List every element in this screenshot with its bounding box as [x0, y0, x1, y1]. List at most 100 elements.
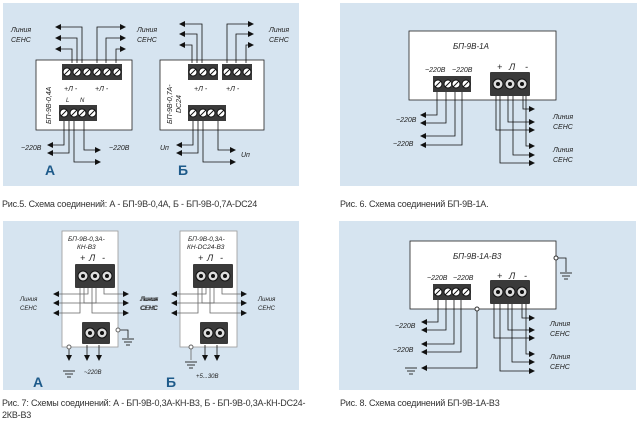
fig8-output-1: ~220В	[395, 323, 416, 330]
fig8-sens-1b: СЕНС	[550, 331, 571, 338]
fig5a-terminal-l: L	[66, 98, 69, 104]
fig5b-terminal-label-1: +Л -	[194, 86, 208, 93]
fig5b-terminal-label-2: +Л -	[226, 86, 240, 93]
fig7a-mark-minus: -	[102, 253, 105, 263]
fig8-ac-label-2: ~220В	[453, 275, 474, 282]
fig8-sens-2b: СЕНС	[550, 364, 571, 371]
fig5a-terminal-block-1	[61, 63, 93, 81]
fig8-ac-terminal-2	[450, 283, 472, 301]
fig5-caption: Рис.5. Схема соединений: А - БП-9В-0,4А,…	[2, 199, 258, 209]
fig7a-letter: А	[33, 374, 43, 390]
fig7a-top-terminal	[74, 263, 116, 289]
fig7b-model-line2: КН-DC24-В3	[187, 244, 225, 251]
fig8-ac-terminal-1	[432, 283, 454, 301]
fig7a-sens-right-1: Линия	[140, 297, 159, 303]
fig7a-output: ~220В	[84, 370, 102, 376]
fig7-caption-line2: 2КВ-В3	[2, 410, 32, 420]
fig7a-ground-icon	[62, 370, 76, 378]
fig7b-sens-right-1: Линия	[257, 297, 276, 303]
fig5a-power-terminal-l	[58, 104, 80, 122]
fig5a-terminal-label-2: +Л -	[95, 86, 109, 93]
fig5a-letter: А	[45, 162, 55, 178]
fig6-sens-1b: СЕНС	[553, 124, 574, 131]
fig6-diagram	[408, 30, 557, 166]
fig6-ac-label-1: ~220В	[425, 67, 446, 74]
fig5b-power-terminal-1	[187, 104, 209, 122]
fig7b-ground-icon	[184, 361, 198, 369]
fig6-mark-minus: -	[525, 62, 528, 72]
fig6-output-2: ~220В	[393, 141, 414, 148]
fig7a-model-line1: БП-9В-0,3А-	[68, 236, 106, 243]
fig5a-sens-right-2: СЕНС	[137, 37, 158, 44]
fig5a-input-right: ~220В	[109, 145, 130, 152]
fig8-model: БП-9В-1А-В3	[453, 252, 502, 261]
fig6-ac-terminal-2	[450, 75, 472, 93]
fig7a-bottom-terminal	[81, 321, 111, 345]
fig5b-terminal-block-1	[187, 63, 219, 81]
fig7b-mark-l: Л	[206, 253, 214, 263]
fig5b-sens-right-1: Линия	[268, 27, 289, 34]
fig8-diagram	[409, 240, 567, 374]
fig6-sens-2a: Линия	[552, 147, 573, 154]
fig7a-case-ground-icon	[121, 338, 135, 346]
fig5b-input-right: Uп	[241, 152, 250, 159]
fig5b-letter: Б	[178, 162, 188, 178]
fig7b-top-terminal	[192, 263, 234, 289]
fig5b-model-line2: DC24	[176, 95, 183, 113]
fig6-mark-l: Л	[508, 62, 516, 72]
fig6-ac-label-2: ~220В	[452, 67, 473, 74]
fig7a-sens-left-2: СЕНС	[20, 306, 38, 312]
fig5a-sens-left-1: Линия	[10, 27, 31, 34]
fig7-panel	[3, 221, 299, 390]
fig5a-sens-left-2: СЕНС	[11, 37, 32, 44]
fig5a-terminal-label-1: +Л -	[64, 86, 78, 93]
fig7b-letter: Б	[166, 374, 176, 390]
fig8-mark-plus: +	[497, 271, 502, 281]
fig8-mark-l: Л	[508, 271, 516, 281]
fig5b-input-left: Uп	[160, 145, 169, 152]
fig8-case-ground-icon	[559, 272, 573, 280]
fig7a-model-line2: КН-В3	[77, 244, 96, 251]
fig5a-terminal-n: N	[80, 98, 85, 104]
fig7b-bottom-terminal	[199, 321, 229, 345]
fig5a-power-terminal-n	[76, 104, 98, 122]
fig5a-input-left: ~220В	[21, 145, 42, 152]
fig5b-model-line1: БП-9В-0,7А-	[167, 84, 174, 124]
fig8-caption: Рис. 8. Схема соединений БП-9В-1А-В3	[340, 398, 500, 408]
fig6-output-terminal	[489, 71, 531, 97]
fig6-sens-2b: СЕНС	[553, 157, 574, 164]
fig7b-mark-plus: +	[198, 253, 203, 263]
fig7b-model-line1: БП-9В-0,3А-	[188, 236, 226, 243]
fig7b-mark-minus: -	[220, 253, 223, 263]
fig8-sens-1a: Линия	[549, 321, 570, 328]
fig7a-sens-right-2: СЕНС	[141, 306, 159, 312]
fig5-diagram-b	[159, 21, 265, 165]
fig8-output-terminal	[489, 279, 531, 305]
fig8-ground-icon	[404, 367, 418, 375]
fig6-model: БП-9В-1А	[453, 42, 489, 51]
fig6-caption: Рис. 6. Схема соединений БП-9В-1А.	[340, 199, 489, 209]
fig6-sens-1a: Линия	[552, 114, 573, 121]
fig8-mark-minus: -	[524, 271, 527, 281]
fig7a-mark-plus: +	[80, 253, 85, 263]
fig6-ac-terminal-1	[432, 75, 454, 93]
fig5a-model: БП-9В-0,4А	[46, 86, 53, 124]
fig5b-terminal-block-2	[221, 63, 253, 81]
fig7b-sens-right-2: СЕНС	[258, 306, 276, 312]
fig6-mark-plus: +	[497, 62, 502, 72]
fig5b-sens-right-2: СЕНС	[269, 37, 290, 44]
fig7b-sens-left-2: СЕНС	[140, 306, 158, 312]
fig8-ac-label-1: ~220В	[427, 275, 448, 282]
fig7a-mark-l: Л	[88, 253, 96, 263]
fig5a-sens-right-1: Линия	[136, 27, 157, 34]
fig5a-terminal-block-2	[91, 63, 123, 81]
fig7a-sens-left-1: Линия	[19, 297, 38, 303]
fig8-output-2: ~220В	[393, 347, 414, 354]
fig8-sens-2a: Линия	[549, 354, 570, 361]
fig5b-power-terminal-2	[205, 104, 227, 122]
fig6-output-1: ~220В	[396, 117, 417, 124]
fig7b-sens-left-1: Линия	[139, 297, 158, 303]
fig7b-output: +5...30В	[196, 374, 219, 380]
fig7-caption-line1: Рис. 7: Схемы соединений: А - БП-9В-0,3А…	[2, 398, 306, 408]
